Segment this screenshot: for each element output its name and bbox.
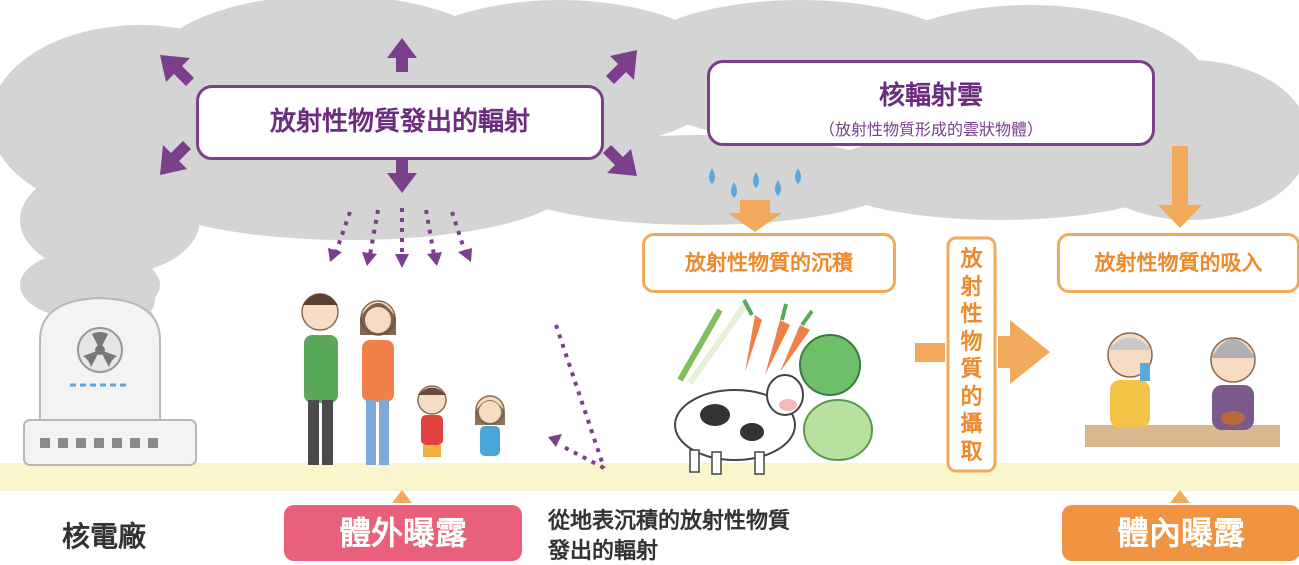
arrow-upleft-icon — [160, 55, 194, 86]
arrow-upright-icon — [606, 50, 637, 84]
raindrop-icon — [709, 168, 801, 198]
arrow-down-icon — [387, 158, 417, 193]
nuclear-plant-label: 核電廠 — [62, 520, 147, 553]
elderly-couple-icon — [1085, 332, 1280, 447]
ingestion-arrow-left-icon — [915, 343, 945, 362]
nuclear-cloud-subtitle: （放射性物質形成的雲狀物體） — [818, 120, 1043, 139]
ground-strip — [0, 463, 1299, 491]
arrow-up-icon — [387, 38, 417, 72]
ingestion-box — [946, 236, 997, 473]
nuclear-cloud-box: 核輻射雲 （放射性物質形成的雲狀物體） — [707, 60, 1155, 146]
inhalation-label-box: 放射性物質的吸入 — [1057, 233, 1299, 293]
emission-arrows — [160, 38, 637, 193]
ray-arrowheads — [328, 248, 562, 447]
arrow-downright-icon — [603, 145, 637, 176]
inhalation-arrow-icon — [1158, 146, 1202, 228]
deposition-label: 放射性物質的沉積 — [685, 251, 853, 275]
deposition-arrow-icon — [728, 200, 782, 232]
family-icon — [301, 293, 505, 465]
ingestion-label: 放射性物質的攝取 — [960, 247, 983, 465]
ingestion-arrow-right-icon — [998, 320, 1050, 384]
vegetables-icon — [677, 299, 873, 461]
external-exposure-text: 體外曝露 — [338, 514, 467, 552]
nuclear-cloud-title: 核輻射雲 — [878, 81, 983, 111]
orange-arrows — [392, 146, 1202, 503]
emission-label: 放射性物質發出的輻射 — [269, 107, 530, 137]
internal-exposure-arrow-icon — [1170, 490, 1190, 503]
ground-radiation-label-line2: 發出的輻射 — [548, 539, 659, 564]
falling-radiation-rays — [334, 208, 606, 470]
external-exposure-arrow-icon — [392, 490, 412, 503]
cow-icon — [674, 374, 804, 475]
internal-exposure-badge — [1062, 505, 1299, 561]
emission-label-box: 放射性物質發出的輻射 — [196, 85, 604, 160]
nuclear-plant-icon — [23, 296, 197, 466]
ground-radiation-label-line1: 從地表沉積的放射性物質 — [548, 509, 791, 534]
deposition-label-box: 放射性物質的沉積 — [642, 233, 896, 293]
inhalation-label: 放射性物質的吸入 — [1094, 251, 1263, 275]
arrow-downleft-icon — [160, 141, 191, 175]
internal-exposure-text: 體內曝露 — [1116, 514, 1245, 552]
external-exposure-badge — [284, 505, 522, 561]
